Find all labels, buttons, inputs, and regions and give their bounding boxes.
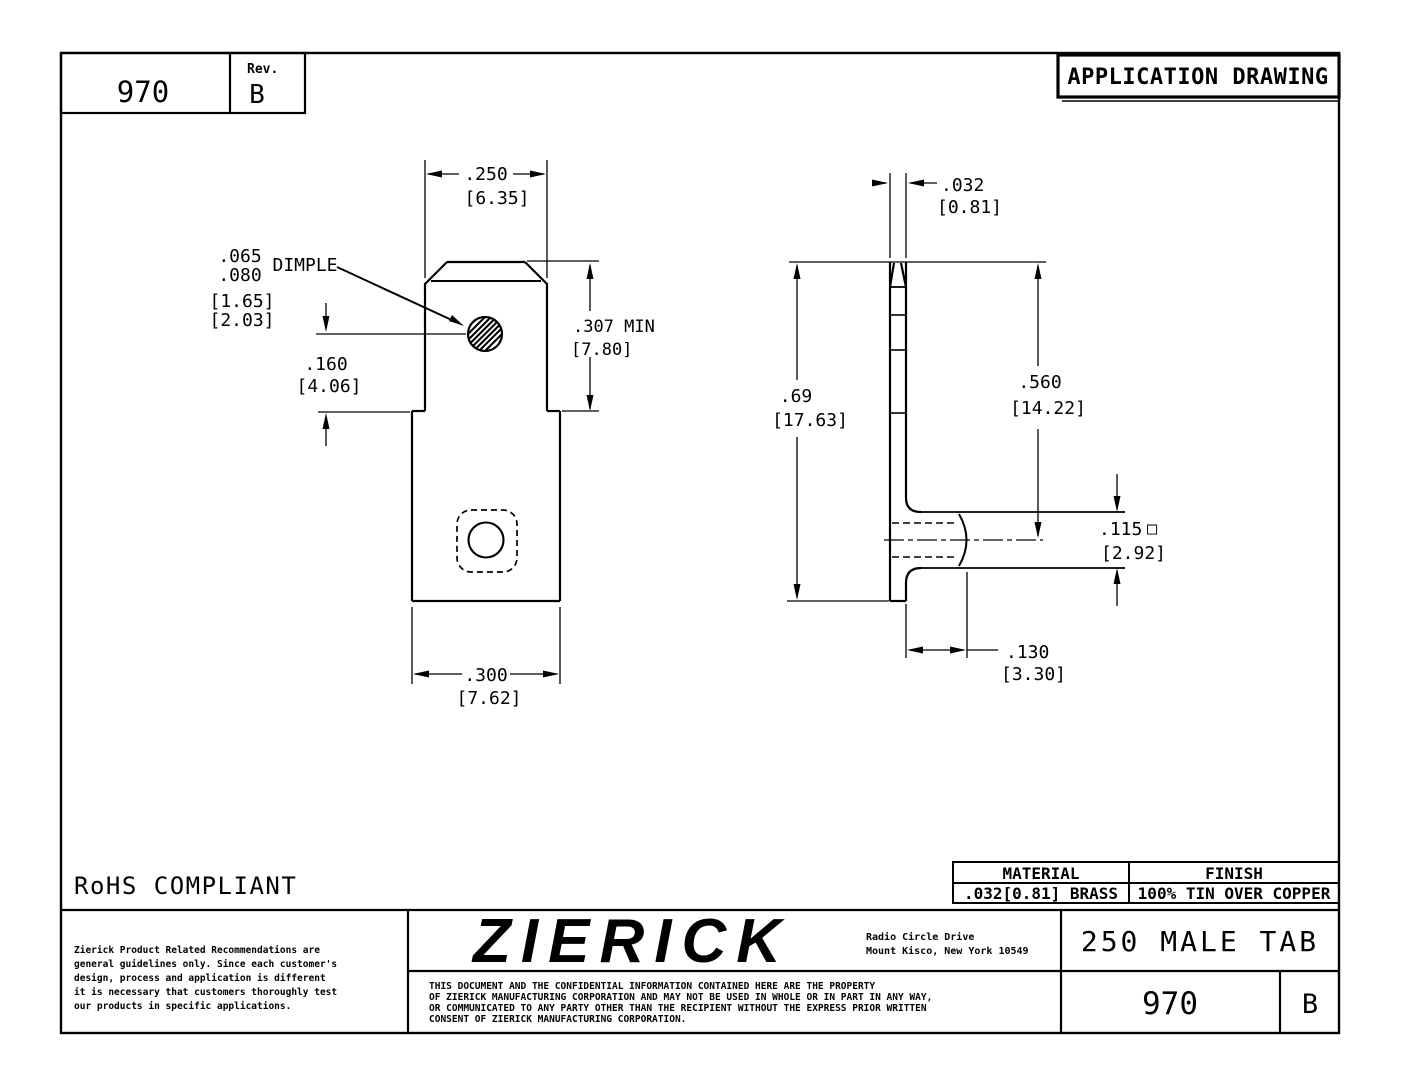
disclaimer-line: it is necessary that customers thoroughl… [74,987,337,998]
company-address: Radio Circle Drive Mount Kisco, New York… [866,931,1029,957]
dim-flange-height-in: .115 [1099,519,1142,540]
disclaimer-line: design, process and application is diffe… [74,973,326,984]
part-name: 250 MALE TAB [1081,925,1319,958]
disclaimer-line: general guidelines only. Since each cust… [74,959,337,970]
drawing-type-title: APPLICATION DRAWING [1067,65,1328,90]
application-drawing-box: APPLICATION DRAWING [1056,53,1341,102]
dim-dimple-offset-mm: [4.06] [296,376,361,397]
finish-value: 100% TIN OVER COPPER [1138,884,1331,903]
material-header: MATERIAL [1002,864,1079,883]
part-number-footer: 970 [1142,986,1198,1022]
title-block: Zierick Product Related Recommendations … [61,907,1339,1033]
disclaimer-text: Zierick Product Related Recommendations … [74,945,337,1012]
dim-hole-center-mm: [14.22] [1010,398,1086,419]
dim-tab-length-mm: [7.80] [571,340,632,360]
side-hidden-lines [884,522,1043,558]
side-view-dimension-lines [787,173,1118,658]
part-number-header: 970 [117,75,169,109]
square-symbol: □ [1147,519,1158,539]
dim-dimple-min-in: .065 [218,246,261,267]
dim-body-width-mm: [7.62] [456,688,521,709]
tab-outline [410,260,562,603]
dim-overall-height-mm: [17.63] [772,410,848,431]
dim-overall-height-in: .69 [780,386,813,407]
disclaimer-line: our products in specific applications. [74,1001,291,1012]
side-view: .032 [0.81] .69 [17.63] .560 [14.22] .11… [772,173,1166,685]
front-view-arrowheads [322,170,594,678]
dim-tab-width-in: .250 [464,164,507,185]
dim-flange-depth-in: .130 [1006,642,1049,663]
legal-line: OR COMMUNICATED TO ANY PARTY OTHER THAN … [429,1003,927,1014]
material-value: .032[0.81] BRASS [964,884,1118,903]
dim-hole-center-in: .560 [1018,372,1061,393]
mounting-hole [456,509,518,573]
legal-line: CONSENT OF ZIERICK MANUFACTURING CORPORA… [429,1014,686,1025]
dim-flange-height-mm: [2.92] [1101,543,1166,564]
address-line: Radio Circle Drive [866,931,974,943]
dim-tab-width-mm: [6.35] [464,188,529,209]
front-view: .250 [6.35] .065 .080 [1.65] [2.03] DIMP… [209,160,655,709]
dim-thickness-mm: [0.81] [937,197,1002,218]
address-line: Mount Kisco, New York 10549 [866,945,1029,957]
sheet-frame [59,51,1341,1035]
dim-dimple-max-mm: [2.03] [209,310,274,331]
dim-tab-length-in: .307 MIN [573,317,655,337]
side-profile [888,262,1125,603]
legal-line: OF ZIERICK MANUFACTURING CORPORATION AND… [429,992,932,1003]
rev-value-footer: B [1302,989,1318,1020]
legal-text: THIS DOCUMENT AND THE CONFIDENTIAL INFOR… [429,981,932,1025]
hole-circle [467,521,505,559]
dim-flange-depth-mm: [3.30] [1001,664,1066,685]
zierick-logo: ZIERICK [471,907,791,976]
dim-dimple-min-mm: [1.65] [209,291,274,312]
rev-value-header: B [249,80,265,110]
hole-extrusion-dashed [456,509,518,573]
rohs-compliant-note: RoHS COMPLIANT [74,872,297,900]
rev-label: Rev. [247,62,278,77]
dim-dimple-offset-in: .160 [304,354,347,375]
side-view-arrowheads [793,179,1121,654]
finish-header: FINISH [1205,864,1263,883]
part-number-box: 970 Rev. B [59,51,307,115]
front-view-dimension-lines [316,160,599,684]
disclaimer-line: Zierick Product Related Recommendations … [74,945,320,956]
dim-thickness-in: .032 [941,175,984,196]
dim-body-width-in: .300 [464,665,507,686]
dim-dimple-max-in: .080 [218,265,261,286]
legal-line: THIS DOCUMENT AND THE CONFIDENTIAL INFOR… [429,981,875,992]
dimple-label: DIMPLE [272,255,337,276]
spec-table: MATERIAL FINISH .032[0.81] BRASS 100% TI… [952,861,1340,904]
dimple-feature [466,315,504,353]
dimple-hatching [467,316,503,352]
